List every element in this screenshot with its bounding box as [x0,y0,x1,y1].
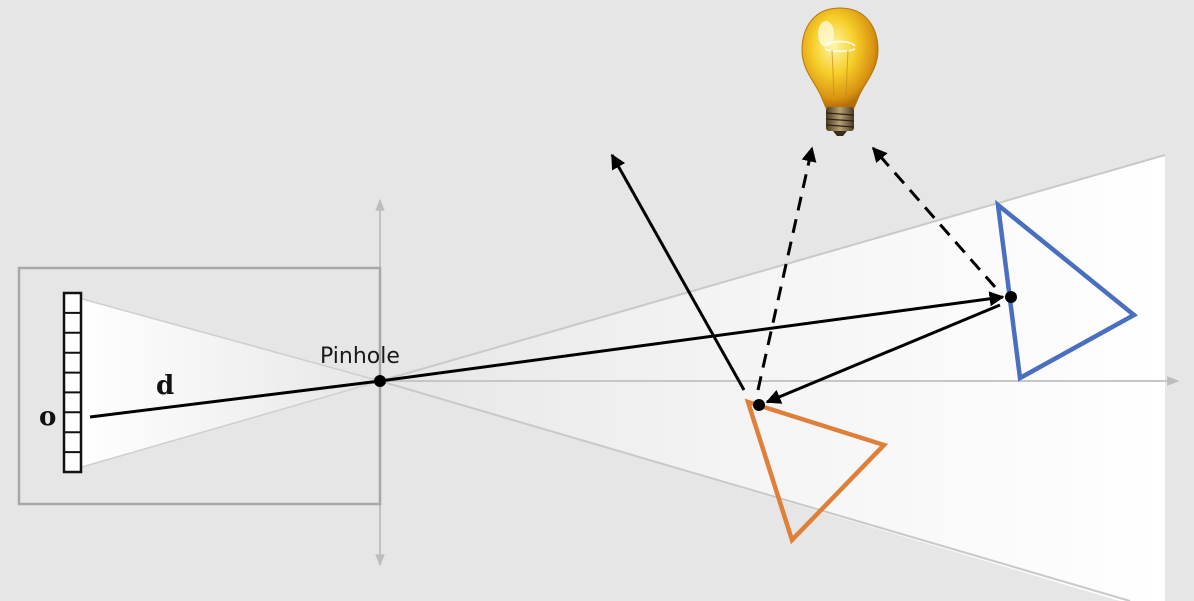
sensor-cone [75,297,380,469]
view-frustum [380,155,1165,601]
pinhole-label: Pinhole [320,344,400,369]
pinhole-point [374,375,386,387]
sensor-cone-edge-bottom [74,380,381,470]
near-hit-point [753,399,765,411]
secondary-ray [765,303,1001,404]
frustum-edge-bottom [379,380,1131,601]
origin-label: o [39,402,56,432]
frustum-edge-top [379,154,1166,382]
distance-label: d [156,371,174,401]
light-bulb-icon [801,7,879,136]
camera-ray-to-hit [379,291,1005,383]
near-object-triangle [744,398,889,545]
sensor-cone-edge-top [74,296,381,382]
reflected-ray [610,153,746,391]
camera-ray-inside [89,379,381,419]
image-sensor [62,291,83,474]
far-hit-point [1005,291,1017,303]
shadow-ray-near [756,146,817,391]
shadow-ray-far [871,146,997,288]
